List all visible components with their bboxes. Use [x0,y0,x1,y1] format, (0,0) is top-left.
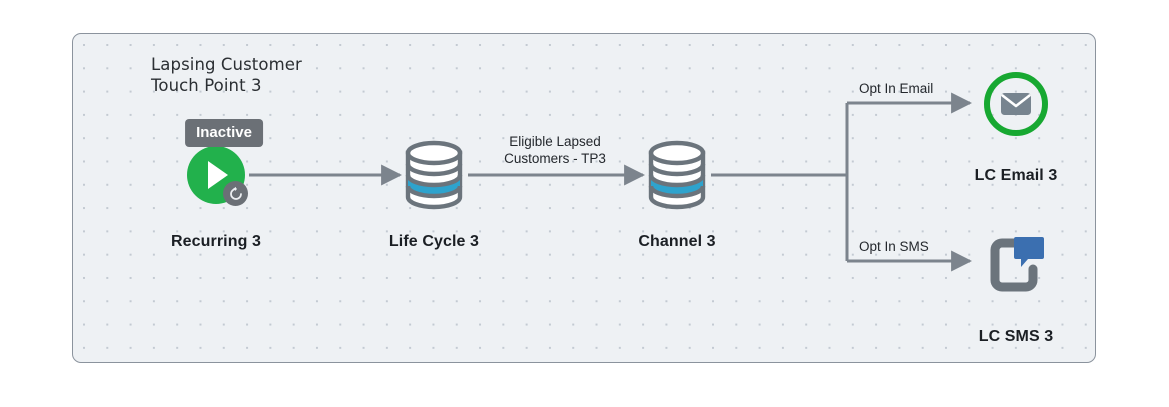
email-ring-icon[interactable] [982,70,1050,138]
sms-phone-icon[interactable] [982,231,1050,299]
node-label-lc-sms: LC SMS 3 [978,328,1054,345]
database-icon[interactable] [403,140,465,210]
edge-label-lifecycle-to-channel: Eligible Lapsed Customers - TP3 [504,134,606,166]
status-badge-inactive: Inactive [185,119,263,147]
refresh-arrow-glyph [229,186,242,200]
recurring-refresh-icon [223,181,248,206]
node-label-channel: Channel 3 [638,233,716,250]
database-icon[interactable] [646,140,708,210]
node-label-life-cycle: Life Cycle 3 [388,233,480,250]
edge-label-opt-in-sms: Opt In SMS [859,239,929,254]
diagram-title: Lapsing Customer Touch Point 3 [151,55,302,95]
play-triangle-icon [208,161,228,189]
node-label-recurring: Recurring 3 [170,233,262,250]
node-label-lc-email: LC Email 3 [974,167,1058,184]
edge-label-opt-in-email: Opt In Email [859,81,934,96]
flow-canvas-panel[interactable]: Lapsing Customer Touch Point 3 Eligible … [72,33,1096,363]
